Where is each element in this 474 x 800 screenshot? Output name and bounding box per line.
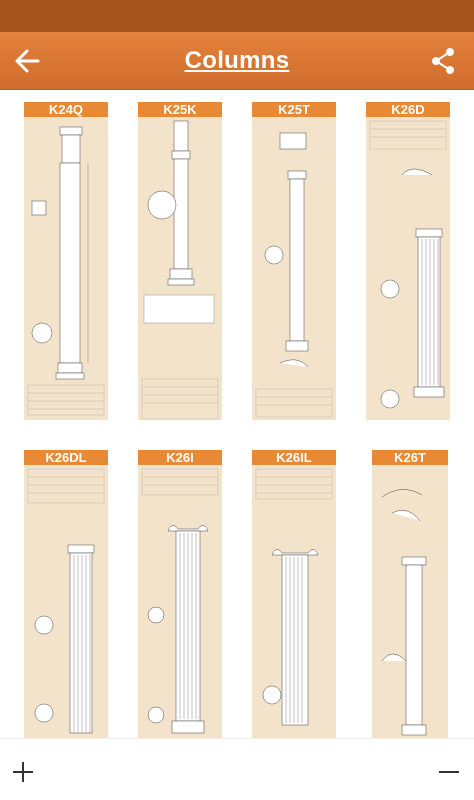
plus-icon bbox=[13, 762, 33, 782]
card-title: K26T bbox=[372, 450, 448, 465]
status-bar bbox=[0, 0, 474, 32]
column-card-k25k[interactable]: K25K bbox=[138, 102, 222, 420]
card-title: K25K bbox=[138, 102, 222, 117]
column-drawing bbox=[369, 120, 447, 409]
card-title: K26I bbox=[138, 450, 222, 465]
card-title: K26D bbox=[366, 102, 450, 117]
card-title: K24Q bbox=[24, 102, 108, 117]
column-card-k24q[interactable]: K24Q bbox=[24, 102, 108, 420]
column-card-k26il[interactable]: K26IL bbox=[252, 450, 336, 738]
columns-grid: K24Q K25K bbox=[0, 90, 474, 738]
share-icon bbox=[432, 48, 454, 74]
column-drawing bbox=[141, 468, 219, 734]
column-drawing bbox=[27, 468, 105, 734]
column-card-k26d[interactable]: K26D bbox=[366, 102, 450, 420]
column-drawing bbox=[141, 120, 219, 420]
column-drawing bbox=[255, 132, 333, 418]
minus-icon bbox=[439, 771, 459, 773]
column-drawing bbox=[255, 468, 333, 726]
page-title: Columns bbox=[184, 47, 290, 74]
column-card-k26t[interactable]: K26T bbox=[372, 450, 448, 738]
arrow-left-icon bbox=[15, 49, 40, 73]
column-card-k25t[interactable]: K25T bbox=[252, 102, 336, 420]
zoom-out-button[interactable] bbox=[434, 757, 464, 787]
card-title: K26DL bbox=[24, 450, 108, 465]
column-card-k26dl[interactable]: K26DL bbox=[24, 450, 108, 738]
card-title: K25T bbox=[252, 102, 336, 117]
bottom-bar bbox=[0, 738, 474, 800]
column-drawing bbox=[381, 489, 427, 736]
card-title: K26IL bbox=[252, 450, 336, 465]
zoom-in-button[interactable] bbox=[8, 757, 38, 787]
column-drawing bbox=[27, 126, 105, 416]
column-card-k26i[interactable]: K26I bbox=[138, 450, 222, 738]
back-button[interactable] bbox=[10, 43, 50, 79]
app-bar: Columns bbox=[0, 32, 474, 90]
share-button[interactable] bbox=[426, 44, 460, 78]
